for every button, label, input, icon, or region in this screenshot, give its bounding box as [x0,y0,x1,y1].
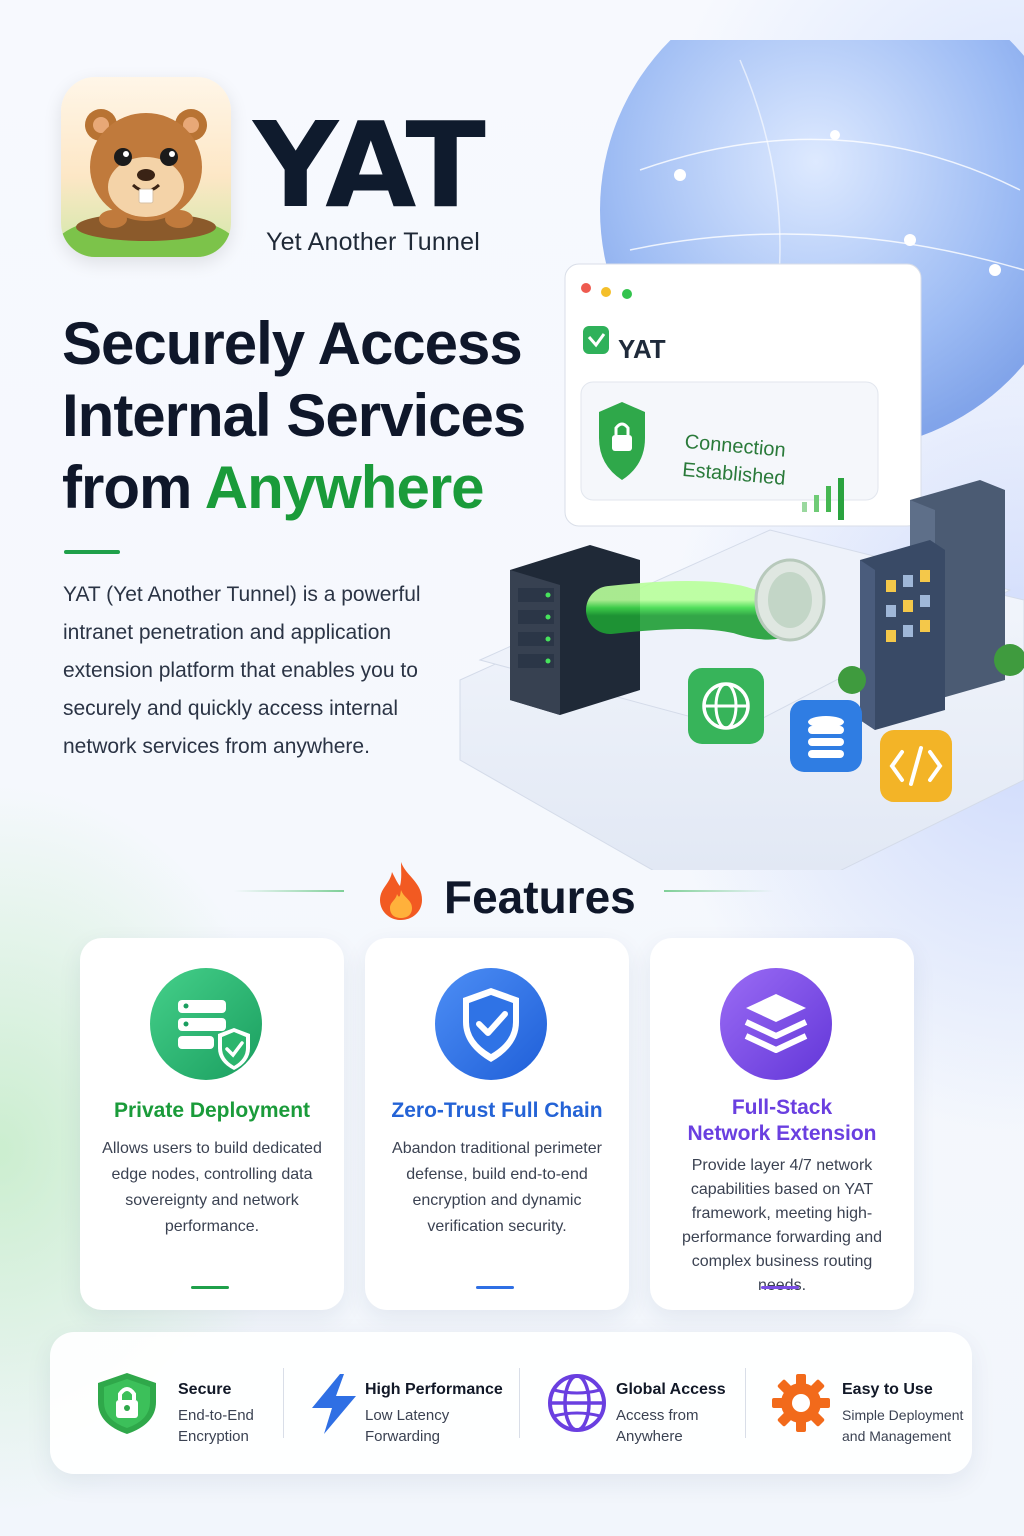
highlight-title: Secure [178,1381,232,1398]
highlight-divider [283,1368,284,1438]
web-service-tile [688,668,764,744]
features-heading: Features [444,871,636,923]
tunnel-illustration [586,558,826,642]
headline-accent: Anywhere [204,454,485,521]
card-title: Zero-Trust Full Chain [391,1099,603,1122]
highlight-line1: Low Latency [365,1407,450,1424]
app-window [564,263,922,527]
highlight-line2: and Management [842,1428,951,1444]
gear-icon [768,1370,834,1436]
highlight-description: Low Latency Forwarding [365,1405,449,1447]
globe-icon [544,1370,610,1436]
layers-icon [718,966,834,1082]
database-service-tile [790,700,862,772]
highlight-line2: Forwarding [365,1428,441,1445]
highlight-line2: Encryption [178,1428,249,1445]
highlight-line1: Access from [616,1407,699,1424]
headline-line-2: Internal Services [62,382,526,449]
card-description: Provide layer 4/7 network capabilities b… [681,1157,883,1294]
intro-paragraph: YAT (Yet Another Tunnel) is a powerful i… [63,583,421,758]
brand-title: YAT [253,96,486,234]
features-divider-left [234,890,344,892]
shield-check-icon [433,966,549,1082]
card-description: Allows users to build dedicated edge nod… [102,1140,322,1235]
highlight-line1: Simple Deployment [842,1407,964,1423]
feature-card-full-stack: Full-Stack Network Extension Provide lay… [650,938,914,1310]
brand-subtitle: Yet Another Tunnel [266,228,480,256]
app-icon [61,77,231,257]
connection-status: Connection Established [681,428,789,493]
headline-line-1: Securely Access [62,310,523,377]
highlights-strip: Secure End-to-End Encryption High Perfor… [50,1332,972,1474]
highlight-title: Easy to Use [842,1381,933,1398]
highlight-title: High Performance [365,1381,503,1398]
card-description: Abandon traditional perimeter defense, b… [392,1140,602,1235]
headline-line-3-prefix: from [62,454,205,521]
headline-divider [64,550,120,554]
lock-shield-icon [94,1370,160,1436]
card-title: Private Deployment [113,1099,311,1122]
beaver-mascot-icon [61,109,231,257]
highlight-performance: High Performance Low Latency Forwarding [302,1332,522,1474]
card-accent-bar [476,1286,514,1289]
highlight-line2: Anywhere [616,1428,683,1445]
server-shield-icon [148,966,264,1082]
highlight-global: Global Access Access from Anywhere [544,1332,744,1474]
highlight-description: Access from Anywhere [616,1405,699,1447]
feature-card-private-deployment: Private Deployment Allows users to build… [80,938,344,1310]
card-title-line2: Network Extension [687,1122,877,1145]
card-accent-bar [191,1286,229,1289]
code-service-tile [880,730,952,802]
card-accent-bar [761,1286,799,1289]
page-headline: Securely Access Internal Services from A… [62,308,562,524]
highlight-secure: Secure End-to-End Encryption [94,1332,294,1474]
hero-illustration: YAT Connection Established [440,0,1024,921]
window-brand: YAT [618,334,666,364]
lightning-icon [302,1370,368,1436]
highlight-description: End-to-End Encryption [178,1405,254,1447]
highlight-description: Simple Deployment and Management [842,1405,963,1447]
card-title: Full-Stack Network Extension [650,1095,914,1147]
features-divider-right [664,890,774,892]
feature-card-zero-trust: Zero-Trust Full Chain Abandon traditiona… [365,938,629,1310]
flame-icon [376,860,426,922]
highlight-line1: End-to-End [178,1407,254,1424]
card-title-line1: Full-Stack [731,1096,833,1119]
highlight-divider [745,1368,746,1438]
buildings-illustration [838,480,1024,730]
headline-line-3: from Anywhere [62,452,562,524]
highlight-easy: Easy to Use Simple Deployment and Manage… [768,1332,968,1474]
highlight-title: Global Access [616,1381,726,1398]
highlight-divider [519,1368,520,1438]
